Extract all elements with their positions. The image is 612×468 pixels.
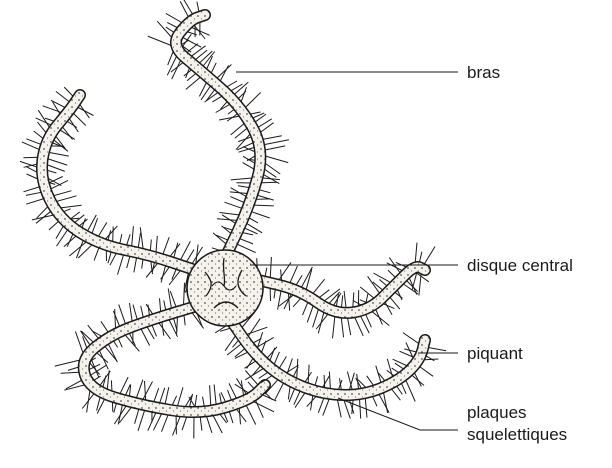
spine <box>265 146 285 150</box>
label-central-disk: disque central <box>467 256 573 275</box>
arm-top <box>148 0 289 261</box>
spine <box>148 36 170 45</box>
arm-right <box>249 243 435 339</box>
arm-top-spines <box>148 0 289 261</box>
label-spine: piquant <box>467 344 523 363</box>
spine <box>333 315 336 338</box>
arm-left <box>20 87 203 292</box>
label-arm: bras <box>467 63 500 82</box>
spine <box>262 140 289 145</box>
arms-group <box>20 0 446 438</box>
label-skeletal-plates-line2: squelettiques <box>467 425 567 444</box>
spine <box>55 360 80 366</box>
central-disk <box>187 250 263 326</box>
label-skeletal-plates-line1: plaques <box>467 403 527 422</box>
spine <box>264 156 289 163</box>
leader-line-plaques <box>338 398 458 430</box>
